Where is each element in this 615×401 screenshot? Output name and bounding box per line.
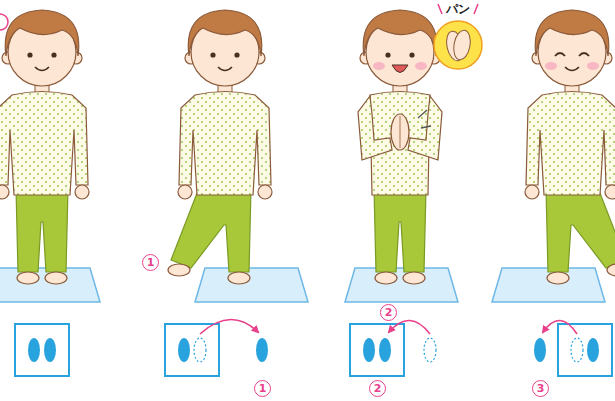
child-figure [0, 10, 100, 302]
callout-number: 1 [142, 254, 159, 271]
child-figure [492, 10, 615, 302]
cut-mark [0, 14, 8, 30]
callout-number: 2 [380, 304, 397, 321]
callout-number: 3 [532, 380, 549, 397]
callout-number: 2 [369, 380, 386, 397]
child-figure [168, 10, 308, 302]
child-figure [345, 4, 482, 302]
callout-number: 1 [254, 380, 271, 397]
sound-word: パン [438, 2, 478, 16]
footprint-diagrams [15, 319, 612, 376]
